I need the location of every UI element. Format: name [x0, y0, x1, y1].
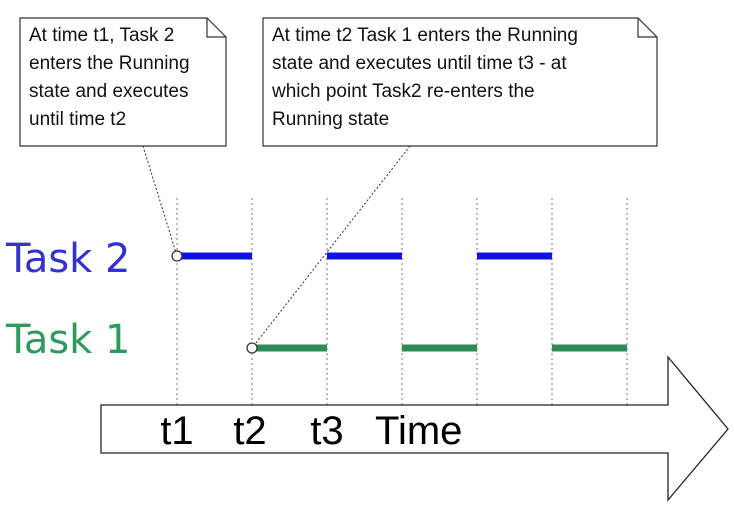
task1-label: Task 1: [5, 317, 131, 363]
callout-line-1: At time t2 Task 1 enters the Running: [272, 25, 578, 46]
callout-line-4: Running state: [272, 109, 389, 130]
tick-label-t3: t3: [310, 409, 343, 453]
callout-leader-task1: [251, 145, 411, 349]
task2-label: Task 2: [5, 236, 131, 282]
tick-label-t1: t1: [160, 409, 193, 453]
callout-box: [262, 17, 658, 147]
callout-box: [19, 17, 227, 147]
callout-task1: At time t2 Task 1 enters the Running sta…: [262, 17, 658, 147]
axis-label-time: Time: [375, 409, 462, 453]
time-gridlines: [176, 198, 628, 405]
task1-start-marker: [246, 342, 258, 354]
callout-task2: At time t1, Task 2 enters the Running st…: [19, 17, 227, 147]
callout-line-3: which point Task2 re-enters the: [271, 81, 535, 102]
time-arrow: [100, 355, 729, 502]
task2-start-marker: [171, 250, 183, 262]
callout-fold: [206, 18, 226, 38]
callout-line-2: enters the Running: [29, 53, 190, 74]
callout-line-3: state and executes: [29, 81, 189, 102]
callout-fold: [637, 18, 657, 38]
callout-line-2: state and executes until time t3 - at: [272, 53, 567, 74]
callout-line-1: At time t1, Task 2: [29, 25, 174, 46]
callout-leader-task2: [142, 145, 178, 257]
tick-label-t2: t2: [233, 409, 266, 453]
callout-line-4: until time t2: [29, 109, 126, 130]
